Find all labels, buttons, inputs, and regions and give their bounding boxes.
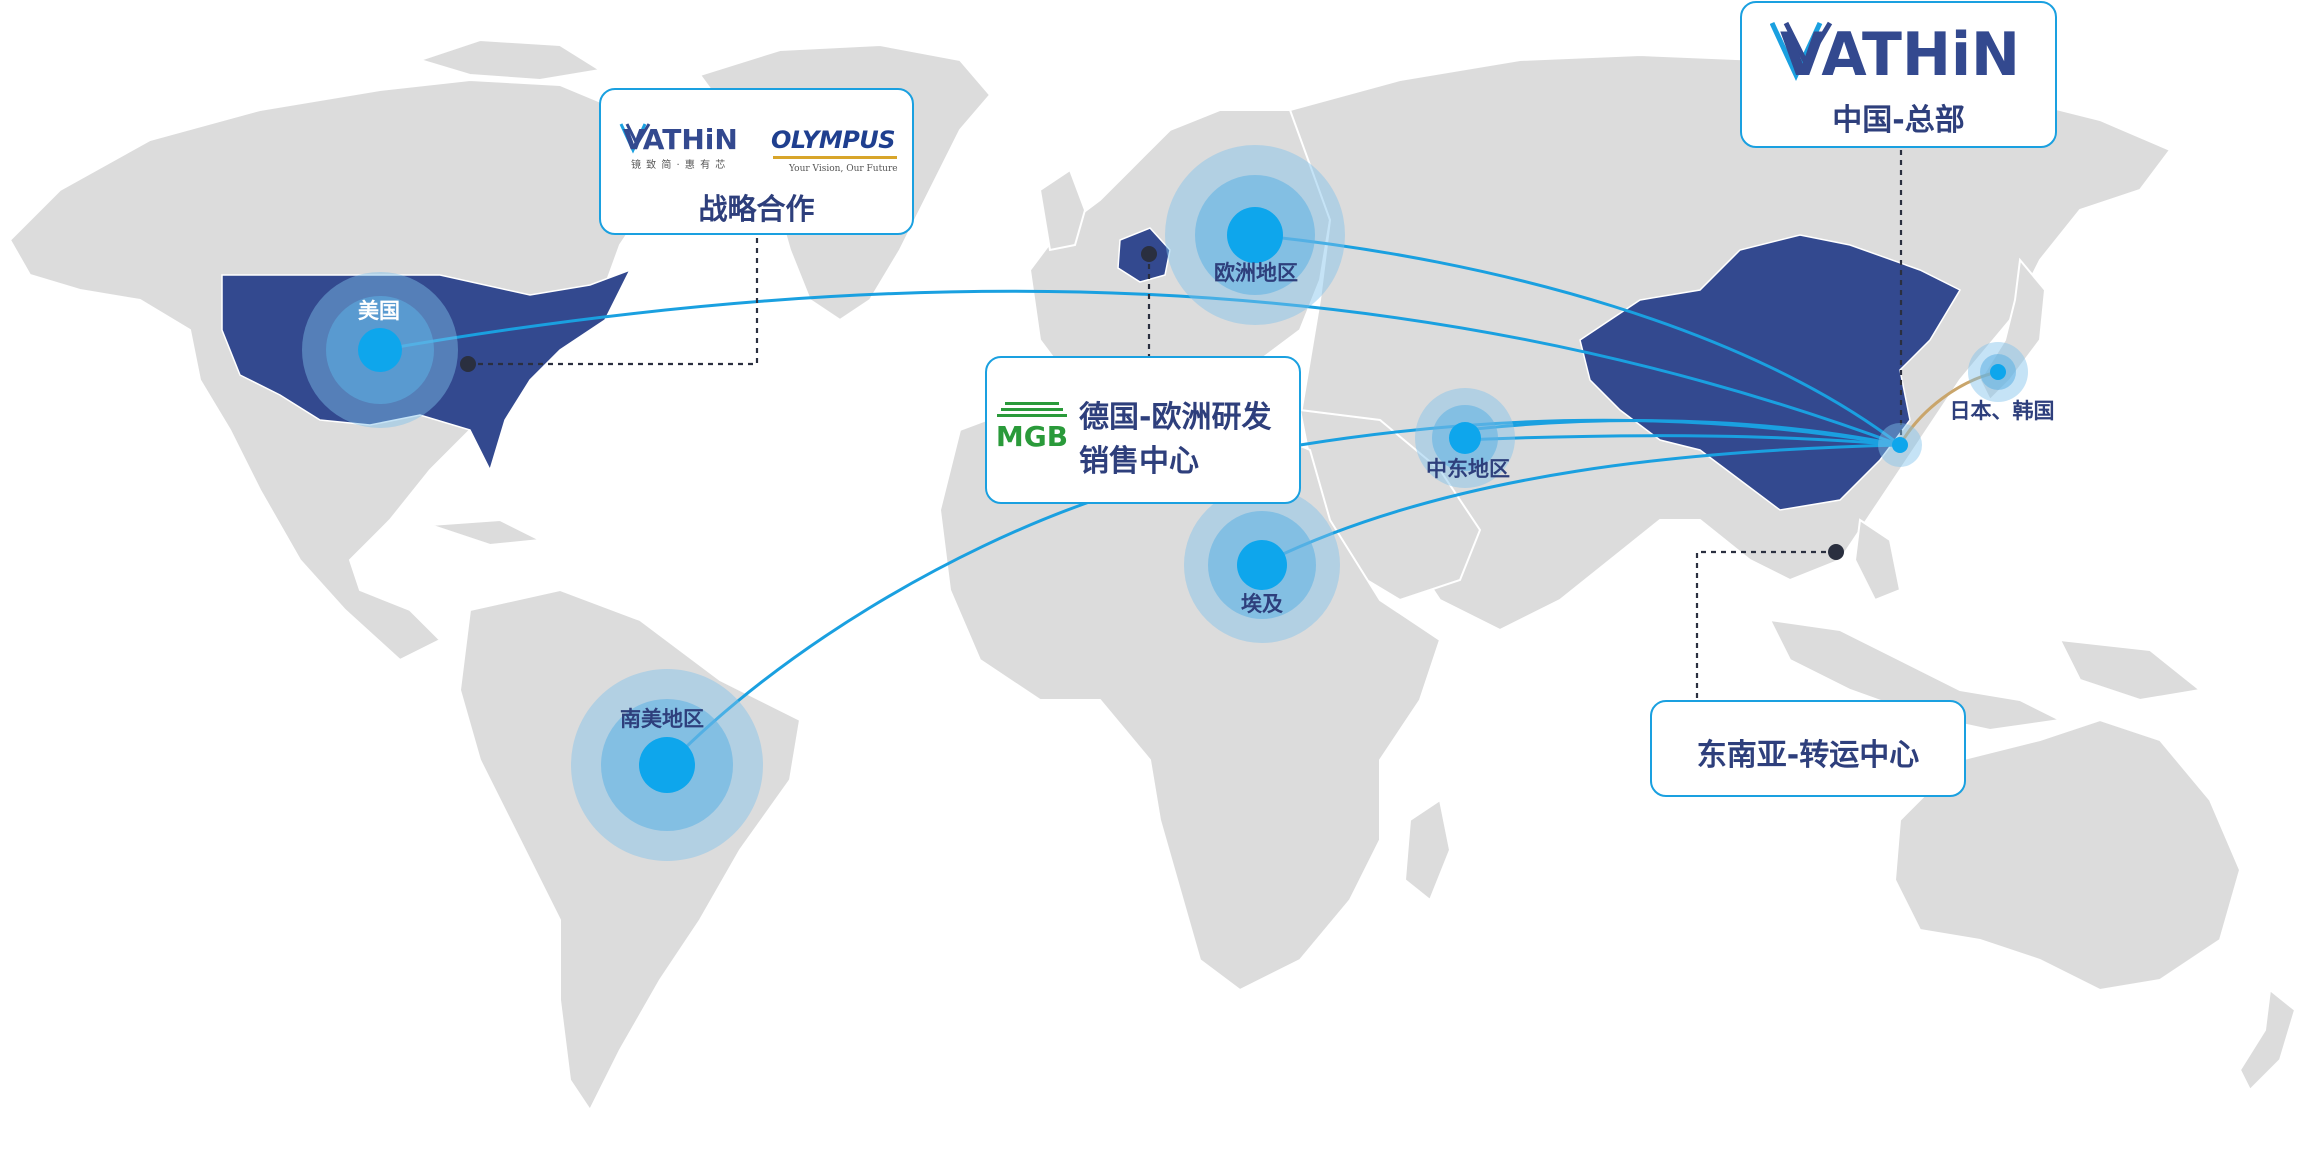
germany-title-line1: 德国-欧洲研发 — [1079, 400, 1272, 435]
olympus-tagline: Your Vision, Our Future — [789, 164, 898, 174]
mgb-logo: MGB — [997, 402, 1067, 452]
label-south-america: 南美地区 — [620, 707, 704, 731]
routes-layer — [379, 233, 1999, 767]
olympus-logo: OLYMPUS — [771, 126, 896, 154]
germany-title-line2: 销售中心 — [1079, 444, 1199, 479]
sea-card: 东南亚-转运中心 — [1650, 700, 1966, 797]
vathin-logo-sub: 镜 致 简 · 惠 有 芯 — [631, 160, 727, 171]
label-usa: 美国 — [358, 299, 400, 323]
land-philippines — [1853, 518, 1902, 602]
label-middle-east: 中东地区 — [1426, 457, 1510, 481]
land-madagascar — [1403, 798, 1452, 902]
olympus-underline — [773, 156, 897, 159]
vathin-logo: VATHiN — [619, 123, 738, 156]
leaders-layer — [460, 148, 1903, 700]
hq-card: VATHiN 中国-总部 — [1740, 1, 2057, 148]
land-new-guinea — [2058, 638, 2203, 702]
land-caribbean — [429, 518, 544, 547]
route-egypt-china — [1259, 443, 1901, 567]
sea-title: 东南亚-转运中心 — [1696, 738, 1920, 773]
land-new-zealand — [2238, 988, 2297, 1092]
marker-egypt: 埃及 — [1184, 487, 1340, 643]
vathin-hq-logo-text: VATHiN — [1780, 20, 2020, 87]
dot-germany — [1141, 246, 1157, 262]
dot-usa — [460, 356, 476, 372]
land-arctic-islands — [416, 38, 603, 82]
label-japan-korea: 日本、韩国 — [1950, 399, 2055, 423]
vathin-hq-logo: VATHiN — [1770, 20, 2020, 87]
route-europe-china — [1254, 233, 1901, 447]
route-middle-east-china-1 — [1464, 419, 1901, 447]
land-layer — [8, 38, 2297, 1112]
land-indonesia — [1768, 618, 2064, 732]
mgb-logo-text: MGB — [997, 420, 1067, 452]
route-middle-east-china-2 — [1464, 434, 1901, 447]
germany-card: MGB 德国-欧洲研发 销售中心 — [985, 356, 1301, 504]
dot-sea — [1828, 544, 1844, 560]
marker-south-america: 南美地区 — [571, 669, 763, 861]
marker-usa: 美国 — [302, 272, 458, 428]
marker-japan-korea: 日本、韩国 — [1950, 342, 2055, 423]
label-egypt: 埃及 — [1241, 592, 1284, 616]
vathin-logo-text: VATHiN — [623, 123, 738, 156]
marker-europe: 欧洲地区 — [1165, 145, 1345, 325]
marker-middle-east: 中东地区 — [1415, 388, 1515, 488]
label-europe: 欧洲地区 — [1214, 261, 1298, 285]
route-south-america-germany — [666, 498, 1096, 767]
marker-china — [1878, 423, 1922, 467]
route-usa-china — [379, 289, 1901, 447]
land-australia — [1893, 718, 2242, 992]
land-uk — [1038, 168, 1087, 252]
partnership-card: VATHiN 镜 致 简 · 惠 有 芯 OLYMPUS Your Vision… — [599, 88, 914, 235]
partnership-title: 战略合作 — [698, 192, 815, 226]
hq-title: 中国-总部 — [1832, 103, 1965, 138]
